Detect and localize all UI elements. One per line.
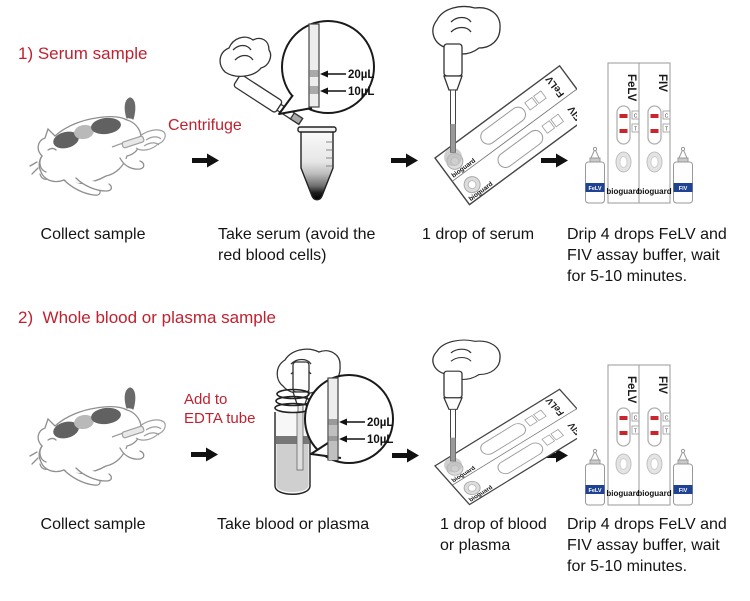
step-caption: Take blood or plasma xyxy=(217,516,370,533)
fiv-buffer-bottle-icon: FIV xyxy=(673,448,693,506)
cassette-label: FeLV xyxy=(625,376,637,404)
pipette-mark-upper: 20µL xyxy=(348,69,374,81)
brand-label: bioguard xyxy=(606,187,640,196)
control-line xyxy=(650,114,659,118)
pipette-mark-upper: 20µL xyxy=(367,417,393,429)
arrow-icon xyxy=(541,153,568,168)
result-cassettes-illustration: FeLV C T bioguard FIV C T bioguard xyxy=(585,62,693,204)
step-caption: 1 drop of blood or plasma xyxy=(440,516,547,554)
step-caption: Collect sample xyxy=(40,516,146,533)
centrifuge-annotation: Centrifuge xyxy=(168,117,242,134)
brand-label: bioguard xyxy=(637,489,671,498)
control-mark: C xyxy=(665,416,669,422)
felv-cassette-icon: FeLV C T bioguard xyxy=(606,62,641,204)
magnifier-bubble: 20µL 10µL xyxy=(278,20,375,115)
pipette-hand-icon xyxy=(432,339,501,462)
brand-label: bioguard xyxy=(637,187,671,196)
pipette-hand-icon xyxy=(432,5,501,153)
felv-buffer-bottle-icon: FeLV xyxy=(585,146,605,204)
centrifuge-tube-icon xyxy=(297,126,337,201)
serum-step-illustration: 20µL 10µL xyxy=(219,20,375,201)
control-mark: C xyxy=(665,114,669,120)
control-line xyxy=(650,416,659,420)
control-line xyxy=(619,416,628,420)
test-mark: T xyxy=(665,127,668,133)
result-cassettes-illustration: FeLV C T bioguard FIV C T bioguard xyxy=(585,364,693,506)
test-line xyxy=(650,431,659,435)
arrow-icon xyxy=(541,448,568,463)
arrow-icon xyxy=(392,448,419,463)
control-mark: C xyxy=(634,114,638,120)
cassette-label: FIV xyxy=(656,74,668,92)
tilted-cassette-icon: FeLV FIV bioguard bioguard xyxy=(434,64,577,206)
bottle-label: FeLV xyxy=(588,488,601,494)
pipette-mark-lower: 10µL xyxy=(367,434,393,446)
step-caption: 1 drop of serum xyxy=(422,226,535,243)
cat-tail xyxy=(124,387,136,410)
pipette-hand-icon xyxy=(219,36,304,126)
section-1-title: 1) Serum sample xyxy=(18,44,148,63)
syringe-hand-icon xyxy=(111,129,166,151)
brand-label: bioguard xyxy=(606,489,640,498)
magnifier-bubble: 20µL 10µL xyxy=(304,374,394,464)
drop-on-cassette-illustration: FeLV FIV bioguard bioguard xyxy=(432,5,577,206)
pipette-mark-lower: 10µL xyxy=(348,86,374,98)
bottle-label: FIV xyxy=(679,186,688,192)
fiv-cassette-icon: FIV C T bioguard xyxy=(637,62,672,204)
edta-step-illustration: 20µL 10µL xyxy=(274,348,394,495)
felv-cassette-icon: FeLV C T bioguard xyxy=(606,364,641,506)
test-mark: T xyxy=(665,429,668,435)
fiv-buffer-bottle-icon: FIV xyxy=(673,146,693,204)
fiv-cassette-icon: FIV C T bioguard xyxy=(637,364,672,506)
edta-annotation: Add to EDTA tube xyxy=(184,391,256,427)
step-caption: Drip 4 drops FeLV and FIV assay buffer, … xyxy=(567,226,727,285)
cat-fur-patches xyxy=(53,407,121,439)
test-line xyxy=(650,129,659,133)
bottle-label: FeLV xyxy=(588,186,601,192)
arrow-icon xyxy=(391,153,418,168)
arrow-icon xyxy=(191,447,218,462)
step-caption: Collect sample xyxy=(40,226,146,243)
cat-illustration xyxy=(29,97,166,196)
cassette-label: FIV xyxy=(656,376,668,394)
cassette-label: FIV xyxy=(566,103,577,122)
tilted-cassette-icon: FeLV FIV bioguard bioguard xyxy=(434,388,577,506)
control-mark: C xyxy=(634,416,638,422)
arrow-icon xyxy=(192,153,219,168)
pipette-icon xyxy=(308,23,320,108)
cassette-label: FIV xyxy=(565,420,577,436)
bottle-label: FIV xyxy=(679,488,688,494)
cassette-label: FeLV xyxy=(625,74,637,102)
step-caption: Drip 4 drops FeLV and FIV assay buffer, … xyxy=(567,516,727,575)
step-caption: Take serum (avoid the red blood cells) xyxy=(218,226,376,264)
edta-tube-icon xyxy=(274,388,312,495)
cat-tail xyxy=(124,97,136,120)
drop-on-cassette-illustration: FeLV FIV bioguard bioguard xyxy=(432,339,577,506)
test-mark: T xyxy=(634,127,637,133)
felv-buffer-bottle-icon: FeLV xyxy=(585,448,605,506)
test-line xyxy=(619,129,628,133)
syringe-hand-icon xyxy=(111,419,166,441)
cat-illustration xyxy=(29,387,166,486)
cat-fur-patches xyxy=(53,117,121,149)
section-2-title: 2) Whole blood or plasma sample xyxy=(18,308,276,327)
test-line xyxy=(619,431,628,435)
control-line xyxy=(619,114,628,118)
test-mark: T xyxy=(634,429,637,435)
